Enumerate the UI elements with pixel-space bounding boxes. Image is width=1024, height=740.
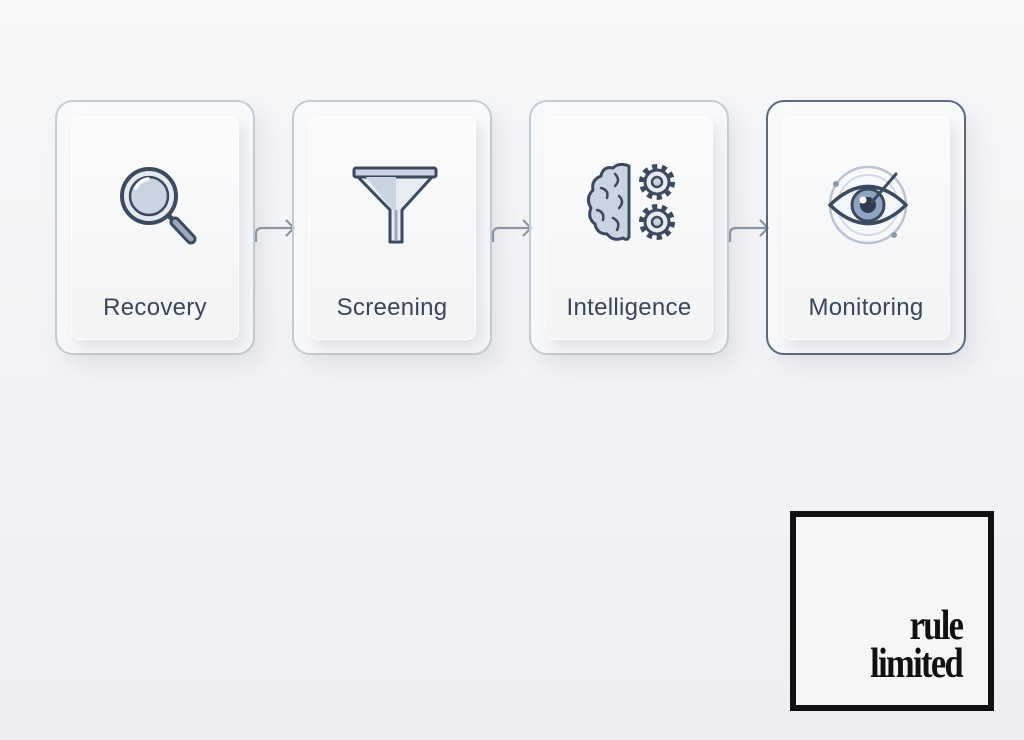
eye-radar-icon (828, 165, 908, 245)
logo-line-limited: limited (870, 641, 963, 687)
step-card-inner: Recovery (71, 116, 239, 340)
step-label-monitoring: Monitoring (808, 294, 924, 321)
step-card-inner: Intelligence (545, 116, 713, 340)
arrow-right-icon (254, 219, 296, 242)
step-card-recovery: Recovery (55, 100, 255, 355)
step-card-monitoring: Monitoring (766, 100, 966, 355)
step-card-inner: Screening (308, 116, 476, 340)
logo-line-rule: rule (909, 603, 963, 649)
step-card-intelligence: Intelligence (529, 100, 729, 355)
arrow-right-icon (728, 219, 770, 242)
step-label-recovery: Recovery (103, 294, 207, 321)
company-logo: rule limited (790, 511, 994, 711)
magnifying-glass-icon (120, 167, 197, 245)
step-card-inner: Monitoring (782, 116, 950, 340)
funnel-icon (352, 166, 438, 244)
arrow-right-icon (491, 219, 533, 242)
step-label-intelligence: Intelligence (566, 294, 692, 321)
step-card-screening: Screening (292, 100, 492, 355)
step-label-screening: Screening (336, 294, 448, 321)
brain-gears-icon (586, 162, 675, 241)
